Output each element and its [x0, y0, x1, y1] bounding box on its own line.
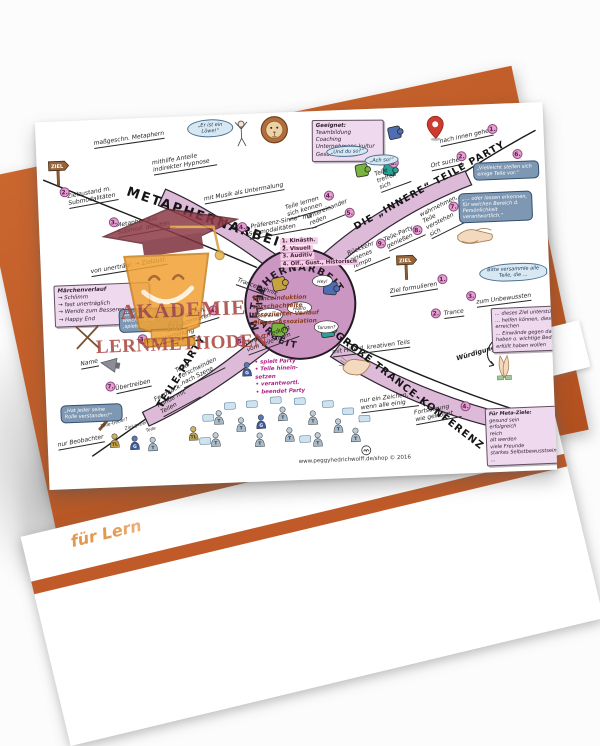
praying-hands-icon — [497, 354, 512, 381]
hub-bubble-hey: Hey! — [312, 275, 333, 287]
puzzle-piece-blue-ne — [387, 125, 404, 140]
svg-text:ZIEL: ZIEL — [399, 258, 412, 265]
puzzle-piece-green — [271, 322, 289, 337]
svg-text:Und du so?: Und du so? — [258, 313, 282, 319]
svg-text:Tanzen?: Tanzen? — [317, 324, 336, 331]
svg-text:G: G — [133, 444, 137, 450]
lion-icon — [260, 116, 288, 144]
hub-bubble-hallo: Hallo — [287, 301, 312, 315]
bubble-teile-stellen-sich-vor: „Vielleicht stellen sich einige Teile vo… — [472, 160, 540, 181]
figure-observer-tl: TL — [110, 433, 120, 448]
svg-text:TL: TL — [112, 441, 118, 447]
svg-text:T: T — [151, 445, 155, 451]
curved-arrow-icon — [486, 341, 495, 367]
ziel-signpost-icon-se: ZIEL — [396, 254, 418, 280]
trophy-logo-icon — [101, 208, 240, 348]
ziel-signpost-icon: ZIEL — [48, 160, 70, 186]
megaphone-icon — [100, 357, 121, 373]
svg-text:Hey!: Hey! — [317, 279, 328, 285]
mindmap-card: METAPHERNARBEIT TEILEARBEIT Hey! Hallo — [34, 101, 558, 491]
artist-monogram — [361, 445, 372, 456]
figure-observer-g: G — [130, 435, 140, 451]
svg-text:T: T — [337, 427, 341, 433]
figure-observer-t: T — [148, 436, 158, 452]
figure-party-host-g: G — [242, 362, 252, 377]
svg-text:T: T — [217, 418, 221, 424]
hub-bubble-tanzen: Tanzen? — [313, 320, 339, 334]
map-pin-icon — [426, 115, 444, 141]
party-crowd: TL T T T T G T T T T T T — [188, 396, 371, 448]
bubble-bereich-verantwortlich: „… oder lassen erkennen, für welchen Ber… — [458, 190, 534, 224]
snapping-fingers-icon — [338, 356, 371, 376]
ribbon-ne — [321, 170, 473, 268]
svg-text:ZIEL: ZIEL — [51, 164, 64, 171]
ribbon-sw — [141, 336, 272, 427]
svg-text:T: T — [214, 440, 218, 446]
svg-text:T: T — [316, 440, 320, 446]
svg-text:T: T — [258, 441, 262, 447]
svg-text:TL: TL — [191, 434, 197, 440]
svg-text:Hallo: Hallo — [293, 306, 306, 313]
watermark-fuer: für — [166, 317, 185, 334]
hub-bubble-und-du-so: Und du so? — [256, 308, 284, 322]
akademie-watermark: AKADEMIE für LERNMETHODEN — [74, 193, 268, 385]
crowd-speech-bubbles — [199, 396, 371, 445]
stick-figure-icon — [234, 120, 248, 147]
puzzle-piece-green-ne — [354, 163, 371, 178]
handshake-icon — [457, 228, 493, 244]
svg-text:G: G — [259, 423, 263, 429]
svg-text:T: T — [311, 419, 315, 425]
box-teile-kriterien: … dieses Ziel unterstützen… helfen könne… — [490, 304, 558, 354]
svg-text:G: G — [245, 370, 249, 376]
svg-text:T: T — [354, 436, 358, 442]
svg-text:T: T — [240, 425, 244, 431]
svg-text:T: T — [288, 435, 292, 441]
bubble-rolle-verstanden: „Hat jeder seine Rolle verstanden?“ — [60, 403, 123, 424]
svg-text:T: T — [281, 415, 285, 421]
product-photo: für Lern METAPHERNARBEIT TEILEARBEIT — [0, 0, 600, 600]
puzzle-piece-gold — [271, 276, 289, 292]
